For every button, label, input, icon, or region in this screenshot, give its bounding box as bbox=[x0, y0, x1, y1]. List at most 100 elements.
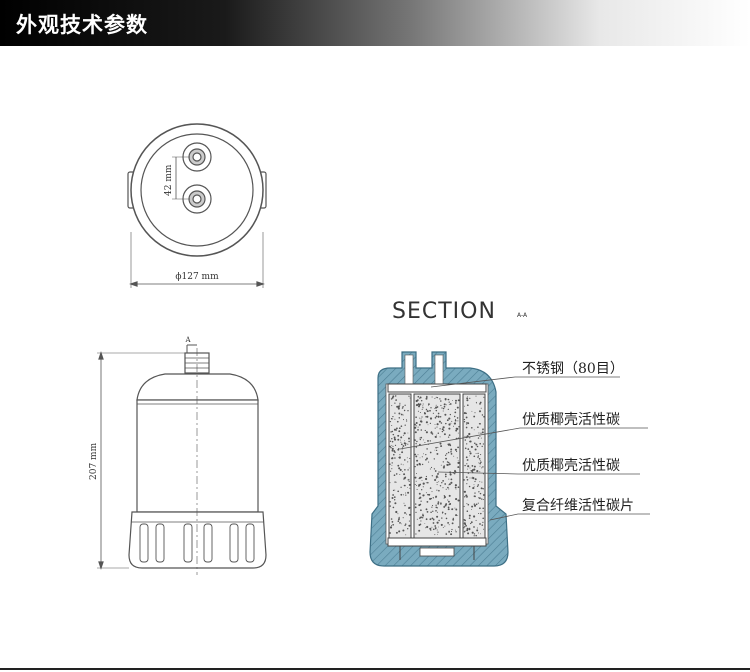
carbon-speck bbox=[392, 433, 395, 436]
carbon-speck bbox=[434, 449, 436, 451]
carbon-speck bbox=[471, 505, 474, 508]
carbon-speck bbox=[451, 522, 454, 525]
carbon-speck bbox=[456, 450, 458, 453]
carbon-speck bbox=[471, 465, 474, 467]
carbon-speck bbox=[434, 478, 437, 482]
carbon-speck bbox=[403, 473, 406, 476]
carbon-speck bbox=[435, 504, 437, 506]
carbon-speck bbox=[481, 414, 484, 416]
carbon-speck bbox=[455, 488, 457, 490]
carbon-speck bbox=[467, 532, 470, 535]
carbon-speck bbox=[467, 465, 470, 468]
carbon-speck bbox=[425, 453, 427, 456]
carbon-speck bbox=[455, 514, 458, 517]
carbon-speck bbox=[471, 469, 474, 473]
carbon-speck bbox=[418, 492, 421, 495]
carbon-speck bbox=[391, 438, 393, 440]
carbon-speck bbox=[436, 521, 439, 524]
carbon-speck bbox=[424, 429, 426, 432]
carbon-speck bbox=[397, 438, 400, 441]
carbon-speck bbox=[393, 496, 396, 498]
carbon-speck bbox=[482, 517, 484, 520]
carbon-speck bbox=[429, 527, 432, 530]
carbon-speck bbox=[480, 454, 482, 456]
carbon-speck bbox=[396, 399, 398, 401]
carbon-speck bbox=[467, 448, 470, 450]
carbon-speck bbox=[469, 467, 471, 469]
side-view bbox=[97, 344, 267, 575]
carbon-speck bbox=[403, 484, 405, 487]
carbon-speck bbox=[414, 454, 416, 456]
carbon-speck bbox=[478, 497, 480, 499]
carbon-speck bbox=[452, 518, 455, 521]
carbon-speck bbox=[389, 532, 391, 534]
carbon-speck bbox=[447, 522, 449, 524]
carbon-speck bbox=[466, 422, 468, 424]
carbon-speck bbox=[406, 513, 408, 515]
carbon-speck bbox=[398, 427, 401, 430]
carbon-speck bbox=[420, 418, 422, 420]
carbon-speck bbox=[399, 468, 402, 471]
carbon-speck bbox=[440, 464, 442, 466]
carbon-speck bbox=[394, 395, 397, 397]
carbon-speck bbox=[446, 463, 449, 466]
carbon-speck bbox=[479, 442, 481, 445]
carbon-speck bbox=[473, 455, 476, 458]
carbon-speck bbox=[419, 503, 422, 506]
carbon-speck bbox=[479, 523, 481, 525]
carbon-speck bbox=[455, 531, 457, 533]
carbon-speck bbox=[395, 473, 398, 475]
carbon-speck bbox=[468, 432, 471, 436]
callout-coconut-carbon-2: 优质椰壳活性碳 bbox=[522, 457, 620, 474]
carbon-speck bbox=[480, 407, 482, 409]
carbon-speck bbox=[415, 511, 417, 514]
carbon-speck bbox=[391, 425, 393, 426]
carbon-speck bbox=[464, 464, 466, 467]
carbon-speck bbox=[419, 476, 422, 479]
carbon-speck bbox=[414, 476, 417, 479]
carbon-speck bbox=[421, 456, 423, 458]
carbon-speck bbox=[426, 415, 429, 418]
carbon-speck bbox=[445, 422, 447, 425]
carbon-speck bbox=[424, 523, 426, 524]
carbon-speck bbox=[443, 405, 446, 408]
carbon-speck bbox=[418, 529, 421, 532]
carbon-speck bbox=[423, 453, 424, 455]
carbon-speck bbox=[407, 410, 409, 412]
carbon-speck bbox=[452, 508, 454, 510]
carbon-speck bbox=[474, 480, 476, 483]
carbon-speck bbox=[426, 410, 429, 413]
carbon-speck bbox=[391, 462, 393, 464]
carbon-speck bbox=[395, 427, 398, 430]
carbon-speck bbox=[420, 520, 422, 522]
carbon-speck bbox=[475, 443, 478, 446]
carbon-speck bbox=[391, 396, 394, 399]
carbon-speck bbox=[389, 526, 393, 529]
carbon-speck bbox=[404, 476, 407, 479]
carbon-speck bbox=[401, 407, 404, 409]
carbon-speck bbox=[436, 426, 438, 428]
carbon-speck bbox=[399, 404, 401, 406]
carbon-speck bbox=[480, 432, 482, 434]
carbon-speck bbox=[465, 416, 468, 419]
carbon-speck bbox=[430, 497, 432, 500]
carbon-speck bbox=[394, 457, 396, 459]
carbon-speck bbox=[397, 407, 400, 410]
carbon-speck bbox=[440, 404, 442, 407]
carbon-speck bbox=[415, 416, 417, 419]
carbon-speck bbox=[422, 405, 424, 407]
carbon-speck bbox=[445, 532, 447, 534]
carbon-speck bbox=[448, 434, 451, 436]
carbon-speck bbox=[431, 506, 433, 508]
carbon-speck bbox=[432, 497, 434, 499]
carbon-speck bbox=[405, 492, 407, 494]
carbon-speck bbox=[477, 452, 479, 455]
carbon-speck bbox=[436, 511, 438, 513]
carbon-speck bbox=[416, 440, 418, 443]
carbon-speck bbox=[450, 453, 453, 455]
carbon-speck bbox=[447, 508, 450, 511]
carbon-speck bbox=[418, 423, 421, 426]
carbon-speck bbox=[415, 503, 417, 505]
carbon-speck bbox=[478, 457, 481, 460]
carbon-speck bbox=[447, 506, 450, 509]
